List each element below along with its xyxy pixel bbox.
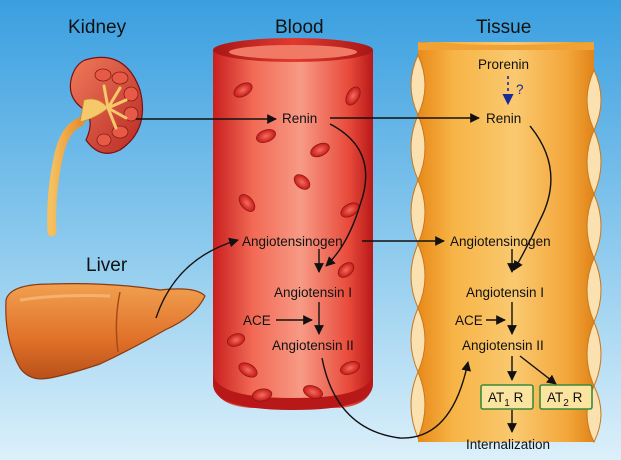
heading-blood: Blood [275, 17, 324, 38]
blood-angiotensinogen: Angiotensinogen [242, 234, 343, 249]
at1r-receptor: AT1 R [481, 385, 533, 409]
heading-liver: Liver [86, 255, 128, 276]
prorenin-question-mark: ? [516, 82, 524, 97]
blood-renin: Renin [282, 111, 317, 126]
blood-angiotensin-2: Angiotensin II [272, 338, 354, 353]
tissue-ace: ACE [455, 313, 483, 328]
at1r-suffix: R [510, 390, 524, 405]
tissue-angiotensinogen: Angiotensinogen [450, 234, 551, 249]
blood-ace: ACE [243, 313, 271, 328]
at1r-base: AT [488, 390, 504, 405]
at2r-suffix: R [569, 390, 583, 405]
blood-angiotensin-1: Angiotensin I [274, 285, 352, 300]
at2r-base: AT [547, 390, 563, 405]
tissue-prorenin: Prorenin [478, 57, 529, 72]
heading-kidney: Kidney [68, 17, 127, 38]
at2r-receptor: AT2 R [540, 385, 592, 409]
tissue-internalization: Internalization [466, 437, 550, 452]
tissue-angiotensin-2: Angiotensin II [462, 338, 544, 353]
tissue-renin: Renin [486, 111, 521, 126]
tissue-angiotensin-1: Angiotensin I [466, 285, 544, 300]
heading-tissue: Tissue [476, 17, 531, 38]
blood-vessel [213, 38, 373, 410]
